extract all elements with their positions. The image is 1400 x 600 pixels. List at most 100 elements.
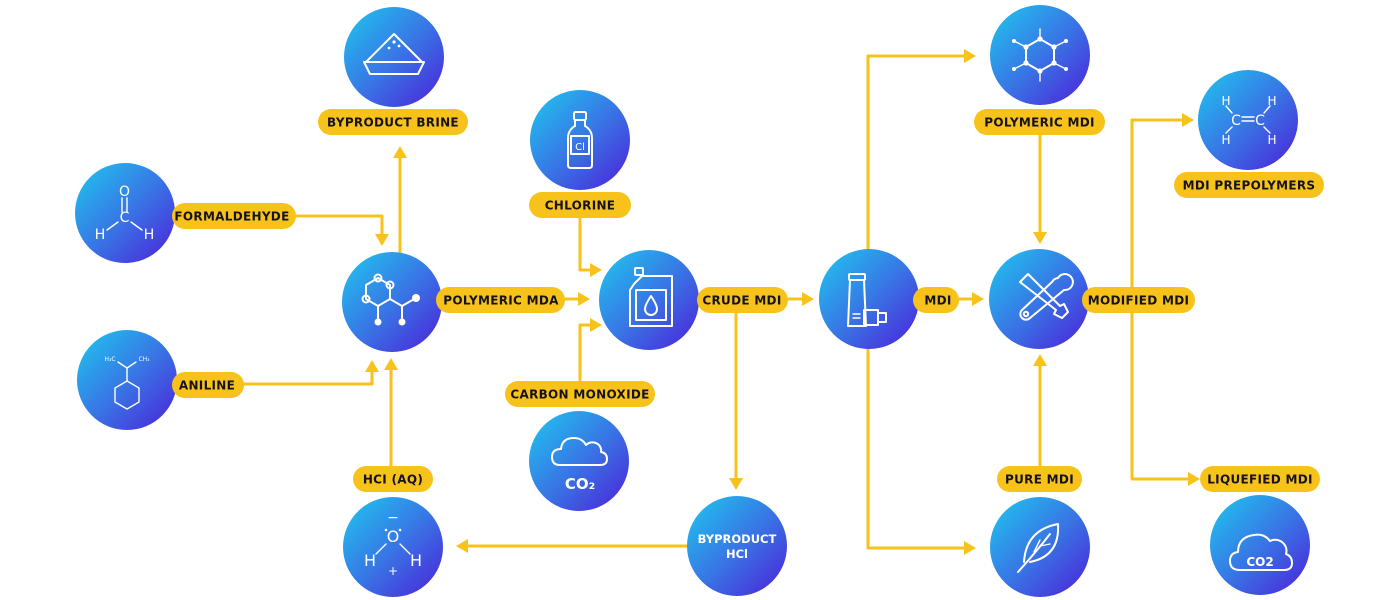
label-pure-mdi: PURE MDI — [997, 466, 1082, 492]
node-chlorine — [530, 90, 630, 190]
arrowhead — [964, 541, 976, 555]
nodes — [75, 5, 1310, 597]
arrow-co-to-crude-mdi — [578, 323, 594, 382]
label-pills: BYPRODUCT BRINE FORMALDEHYDE ANILINE POL… — [172, 109, 1324, 492]
svg-text:MDI PREPOLYMERS: MDI PREPOLYMERS — [1183, 179, 1316, 193]
leaf-icon — [1017, 523, 1060, 573]
arrow-mdi-to-polymeric-mdi — [866, 54, 968, 252]
svg-text:CRUDE MDI: CRUDE MDI — [702, 294, 781, 308]
arrowhead — [729, 478, 743, 490]
atom-label: H — [1221, 133, 1230, 147]
svg-text:CARBON MONOXIDE: CARBON MONOXIDE — [510, 388, 649, 402]
arrowhead — [393, 146, 407, 158]
atom-label: CH₃ — [138, 356, 150, 363]
arrowhead — [964, 49, 976, 63]
label-mdi: MDI — [913, 287, 959, 313]
arrow-mdi-to-pure-mdi — [866, 346, 968, 550]
atom-label: H — [1221, 94, 1230, 108]
byproduct-hcl-label-line2: HCl — [726, 547, 748, 561]
element-symbol: Cl — [575, 142, 585, 153]
label-aniline: ANILINE — [172, 372, 244, 398]
svg-text:CHLORINE: CHLORINE — [545, 199, 616, 213]
formaldehyde-molecule-icon: O C H H — [95, 184, 155, 243]
label-mdi-prepolymers: MDI PREPOLYMERS — [1174, 172, 1324, 198]
flow-arrows — [240, 49, 1200, 555]
tools-icon — [1019, 273, 1074, 321]
atom-label: H — [1267, 94, 1276, 108]
salt-pile-icon — [363, 33, 425, 75]
hexagon-molecule-icon — [1012, 28, 1068, 82]
charge-label: + — [388, 564, 398, 578]
arrowhead — [802, 292, 814, 306]
node-mdi-prepolymers — [1198, 70, 1298, 170]
hydronium-icon: O − H H + — [364, 510, 422, 578]
atom-label: H — [364, 551, 376, 570]
co2-cloud-outline-icon: CO2 — [1229, 533, 1293, 571]
atom-label: H — [1267, 133, 1276, 147]
svg-text:MODIFIED MDI: MODIFIED MDI — [1088, 294, 1190, 308]
arrowhead — [384, 358, 398, 370]
arrow-formaldehyde-to-mda — [294, 214, 384, 238]
label-modified-mdi: MODIFIED MDI — [1082, 287, 1195, 313]
label-carbon-monoxide: CARBON MONOXIDE — [505, 381, 655, 407]
chemical-formula: CO2 — [1246, 555, 1273, 569]
svg-text:POLYMERIC MDI: POLYMERIC MDI — [984, 116, 1095, 130]
node-formaldehyde — [75, 163, 175, 263]
atom-label: H — [95, 227, 106, 243]
chlorine-bottle-icon: Cl — [567, 111, 593, 169]
arrowhead — [375, 234, 389, 246]
atom-label: C — [1231, 113, 1241, 129]
label-polymeric-mdi: POLYMERIC MDI — [974, 109, 1105, 135]
arrowhead — [1033, 232, 1047, 244]
arrowhead — [456, 539, 468, 553]
inhaler-icon — [847, 273, 887, 327]
arrow-chlorine-to-crude-mdi — [578, 215, 594, 272]
node-byproduct-hcl — [687, 496, 787, 596]
svg-text:POLYMERIC MDA: POLYMERIC MDA — [443, 294, 559, 308]
node-modified-mdi — [989, 249, 1089, 349]
arrowhead — [1182, 113, 1194, 127]
arrowhead — [590, 263, 602, 277]
atom-label: H₃C — [104, 356, 115, 363]
arrowhead — [590, 318, 602, 332]
atom-label: C — [1255, 113, 1265, 129]
atom-label: O — [387, 527, 400, 546]
arrow-modified-mdi-to-prepolymers — [1130, 118, 1186, 290]
arrow-modified-mdi-to-liquefied-mdi — [1130, 310, 1192, 481]
label-polymeric-mda: POLYMERIC MDA — [436, 287, 565, 313]
aniline-molecule-icon: H₃C CH₃ — [104, 356, 150, 410]
node-liquefied-mdi — [1210, 495, 1310, 595]
label-hcl-aq: HCI (AQ) — [353, 466, 433, 492]
node-byproduct-brine — [344, 7, 444, 107]
svg-text:PURE MDI: PURE MDI — [1005, 473, 1074, 487]
arrowhead — [1188, 472, 1200, 486]
fuel-canister-icon — [629, 267, 673, 327]
ethylene-molecule-icon: C C H H H H — [1221, 94, 1276, 147]
chemical-formula: CO₂ — [565, 475, 595, 493]
atom-label: H — [144, 227, 155, 243]
node-polymeric-mda — [342, 252, 442, 352]
arrowhead — [578, 292, 590, 306]
co2-cloud-icon: CO₂ — [551, 437, 608, 493]
svg-text:BYPRODUCT BRINE: BYPRODUCT BRINE — [327, 116, 459, 130]
svg-text:HCI (AQ): HCI (AQ) — [363, 473, 423, 487]
svg-text:ANILINE: ANILINE — [179, 379, 235, 393]
arrowhead — [365, 360, 379, 372]
node-mdi — [819, 249, 919, 349]
label-formaldehyde: FORMALDEHYDE — [172, 203, 296, 229]
svg-text:FORMALDEHYDE: FORMALDEHYDE — [174, 210, 289, 224]
svg-text:MDI: MDI — [924, 294, 951, 308]
charge-label: − — [387, 510, 399, 526]
arrowhead — [972, 292, 984, 306]
node-carbon-monoxide — [529, 411, 629, 511]
svg-text:LIQUEFIED MDI: LIQUEFIED MDI — [1207, 473, 1313, 487]
label-crude-mdi: CRUDE MDI — [697, 287, 788, 313]
atom-label: O — [119, 184, 130, 200]
arrow-aniline-to-mda — [240, 368, 374, 386]
atom-label: H — [410, 551, 422, 570]
label-liquefied-mdi: LIQUEFIED MDI — [1200, 466, 1320, 492]
node-polymeric-mdi — [990, 5, 1090, 105]
atom-label: C — [120, 210, 130, 226]
node-hcl-aq — [343, 497, 443, 597]
